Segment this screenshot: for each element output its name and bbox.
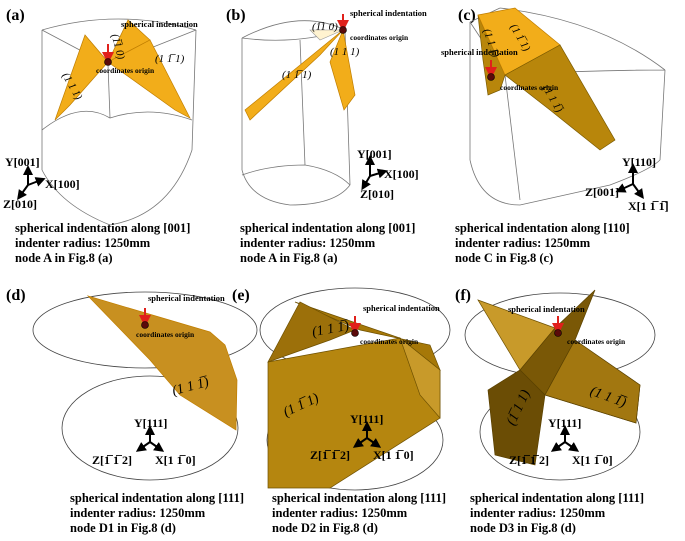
slip-plane xyxy=(544,339,641,424)
panel-label: (e) xyxy=(232,287,250,304)
indentation-label: spherical indentation xyxy=(121,19,198,29)
axes-triad: Y[111] Z[1̅ 1̅ 2] X[1 1̅ 0] xyxy=(509,416,613,467)
plane-label: (1̅1 0) xyxy=(312,21,338,33)
slip-plane xyxy=(399,336,441,419)
slip-plane xyxy=(54,34,109,121)
origin-label: coordinates origin xyxy=(360,337,419,346)
caption-line: node D1 in Fig.8 (d) xyxy=(70,521,176,535)
origin-marker xyxy=(339,26,347,34)
axis-y-label: Y[111] xyxy=(134,416,167,430)
origin-label: coordinates origin xyxy=(350,33,409,42)
axes-triad: Y[111] Z[1̅ 1̅ 2] X[1 1̅ 0] xyxy=(310,412,414,462)
plane-label: (1 1̅ 1) xyxy=(282,69,312,81)
axes-triad: Y[110] Z[001] X[1 1̅ 1̅] xyxy=(585,155,669,213)
axis-z-label: Z[001] xyxy=(585,185,619,199)
caption-line: node A in Fig.8 (a) xyxy=(15,251,113,265)
caption-line: spherical indentation along [111] xyxy=(470,491,644,505)
bottom-ellipse xyxy=(61,375,239,481)
plane-label: (1 1̅ 1) xyxy=(155,53,185,65)
panel-label: (a) xyxy=(6,7,25,24)
origin-marker xyxy=(487,73,495,81)
panel-a: (a) spherical indentation coordinates or… xyxy=(3,7,198,265)
caption-line: node A in Fig.8 (a) xyxy=(240,251,338,265)
indentation-label: spherical indentation xyxy=(148,293,225,303)
panel-f: (f) spherical indentation coordinates or… xyxy=(455,287,656,535)
caption-line: node C in Fig.8 (c) xyxy=(455,251,553,265)
domain-outline-bottom xyxy=(41,149,193,226)
axis-y-label: Y[110] xyxy=(622,155,656,169)
domain-outline xyxy=(41,18,197,170)
origin-marker xyxy=(104,58,112,66)
panel-b: (b) spherical indentation coordinates or… xyxy=(226,7,427,265)
plane-label: (1 1 1̅) xyxy=(311,319,351,340)
domain-outline xyxy=(241,20,351,186)
axes-triad: Y[001] X[100] Z[010] xyxy=(357,147,419,201)
axis-z-label: Z[1̅ 1̅ 2] xyxy=(310,448,350,462)
slip-plane xyxy=(487,369,546,466)
caption-line: spherical indentation along [111] xyxy=(272,491,446,505)
axis-z-label: Z[1̅ 1̅ 2] xyxy=(509,453,549,467)
axis-y-label: Y[111] xyxy=(548,416,581,430)
origin-label: coordinates origin xyxy=(567,337,626,346)
caption-line: indenter radius: 1250mm xyxy=(455,236,591,250)
panel-d: (d) spherical indentation coordinates or… xyxy=(6,287,258,535)
top-ellipse xyxy=(32,291,258,369)
caption-line: indenter radius: 1250mm xyxy=(240,236,376,250)
plane-label: (1 1 1) xyxy=(330,46,360,58)
caption-line: spherical indentation along [001] xyxy=(15,221,190,235)
axes-triad: Y[001] X[100] Z[010] xyxy=(3,155,80,211)
caption-line: spherical indentation along [110] xyxy=(455,221,630,235)
caption-line: spherical indentation along [001] xyxy=(240,221,415,235)
domain-outline-mid xyxy=(41,110,193,131)
axis-z-label: Z[1̅ 1̅ 2] xyxy=(92,453,132,467)
axis-x-label: X[1 1̅ 0] xyxy=(155,453,196,467)
origin-marker xyxy=(554,329,562,337)
axis-z-label: Z[010] xyxy=(3,197,37,211)
slip-plane xyxy=(309,29,344,41)
panel-label: (d) xyxy=(6,287,26,304)
axis-x-label: X[1 1̅ 0] xyxy=(373,448,414,462)
domain-outline-mid xyxy=(241,164,351,186)
origin-label: coordinates origin xyxy=(96,66,155,75)
caption-line: indenter radius: 1250mm xyxy=(70,506,206,520)
axis-x-label: X[100] xyxy=(384,167,419,181)
axes-triad: Y[111] Z[1̅ 1̅ 2] X[1 1̅ 0] xyxy=(92,416,196,467)
origin-marker xyxy=(351,329,359,337)
axis-x-label: X[1 1̅ 0] xyxy=(572,453,613,467)
slip-plane xyxy=(86,295,238,431)
slip-plane xyxy=(244,29,344,121)
axis-y-label: Y[001] xyxy=(357,147,392,161)
axis-y-label: Y[001] xyxy=(5,155,40,169)
panel-label: (f) xyxy=(455,287,471,304)
domain-outline-bottom xyxy=(469,159,661,206)
origin-marker xyxy=(141,321,149,329)
domain-outline-bottom xyxy=(241,169,351,206)
caption-line: indenter radius: 1250mm xyxy=(470,506,606,520)
indentation-label: spherical indentation xyxy=(363,303,440,313)
panel-label: (b) xyxy=(226,7,246,24)
panel-label: (c) xyxy=(458,7,476,24)
slip-plane xyxy=(107,39,191,119)
panel-e: (e) spherical indentation coordinates or… xyxy=(232,287,451,535)
caption-line: indenter radius: 1250mm xyxy=(15,236,151,250)
indentation-label: spherical indentation xyxy=(350,8,427,18)
caption-line: node D3 in Fig.8 (d) xyxy=(470,521,576,535)
axis-x-label: X[1 1̅ 1̅] xyxy=(628,199,669,213)
slip-plane xyxy=(504,44,616,151)
origin-label: coordinates origin xyxy=(136,330,195,339)
axis-z-label: Z[010] xyxy=(360,187,394,201)
origin-label: coordinates origin xyxy=(500,83,559,92)
caption-line: node D2 in Fig.8 (d) xyxy=(272,521,378,535)
axis-x-label: X[100] xyxy=(45,177,80,191)
indentation-label: spherical indentation xyxy=(508,304,585,314)
slip-plane xyxy=(329,28,356,111)
caption-line: indenter radius: 1250mm xyxy=(272,506,408,520)
caption-line: spherical indentation along [111] xyxy=(70,491,244,505)
panel-c: (c) spherical indentation coordinates or… xyxy=(441,7,669,265)
indentation-label: spherical indentation xyxy=(441,47,518,57)
axis-y-label: Y[111] xyxy=(350,412,383,426)
